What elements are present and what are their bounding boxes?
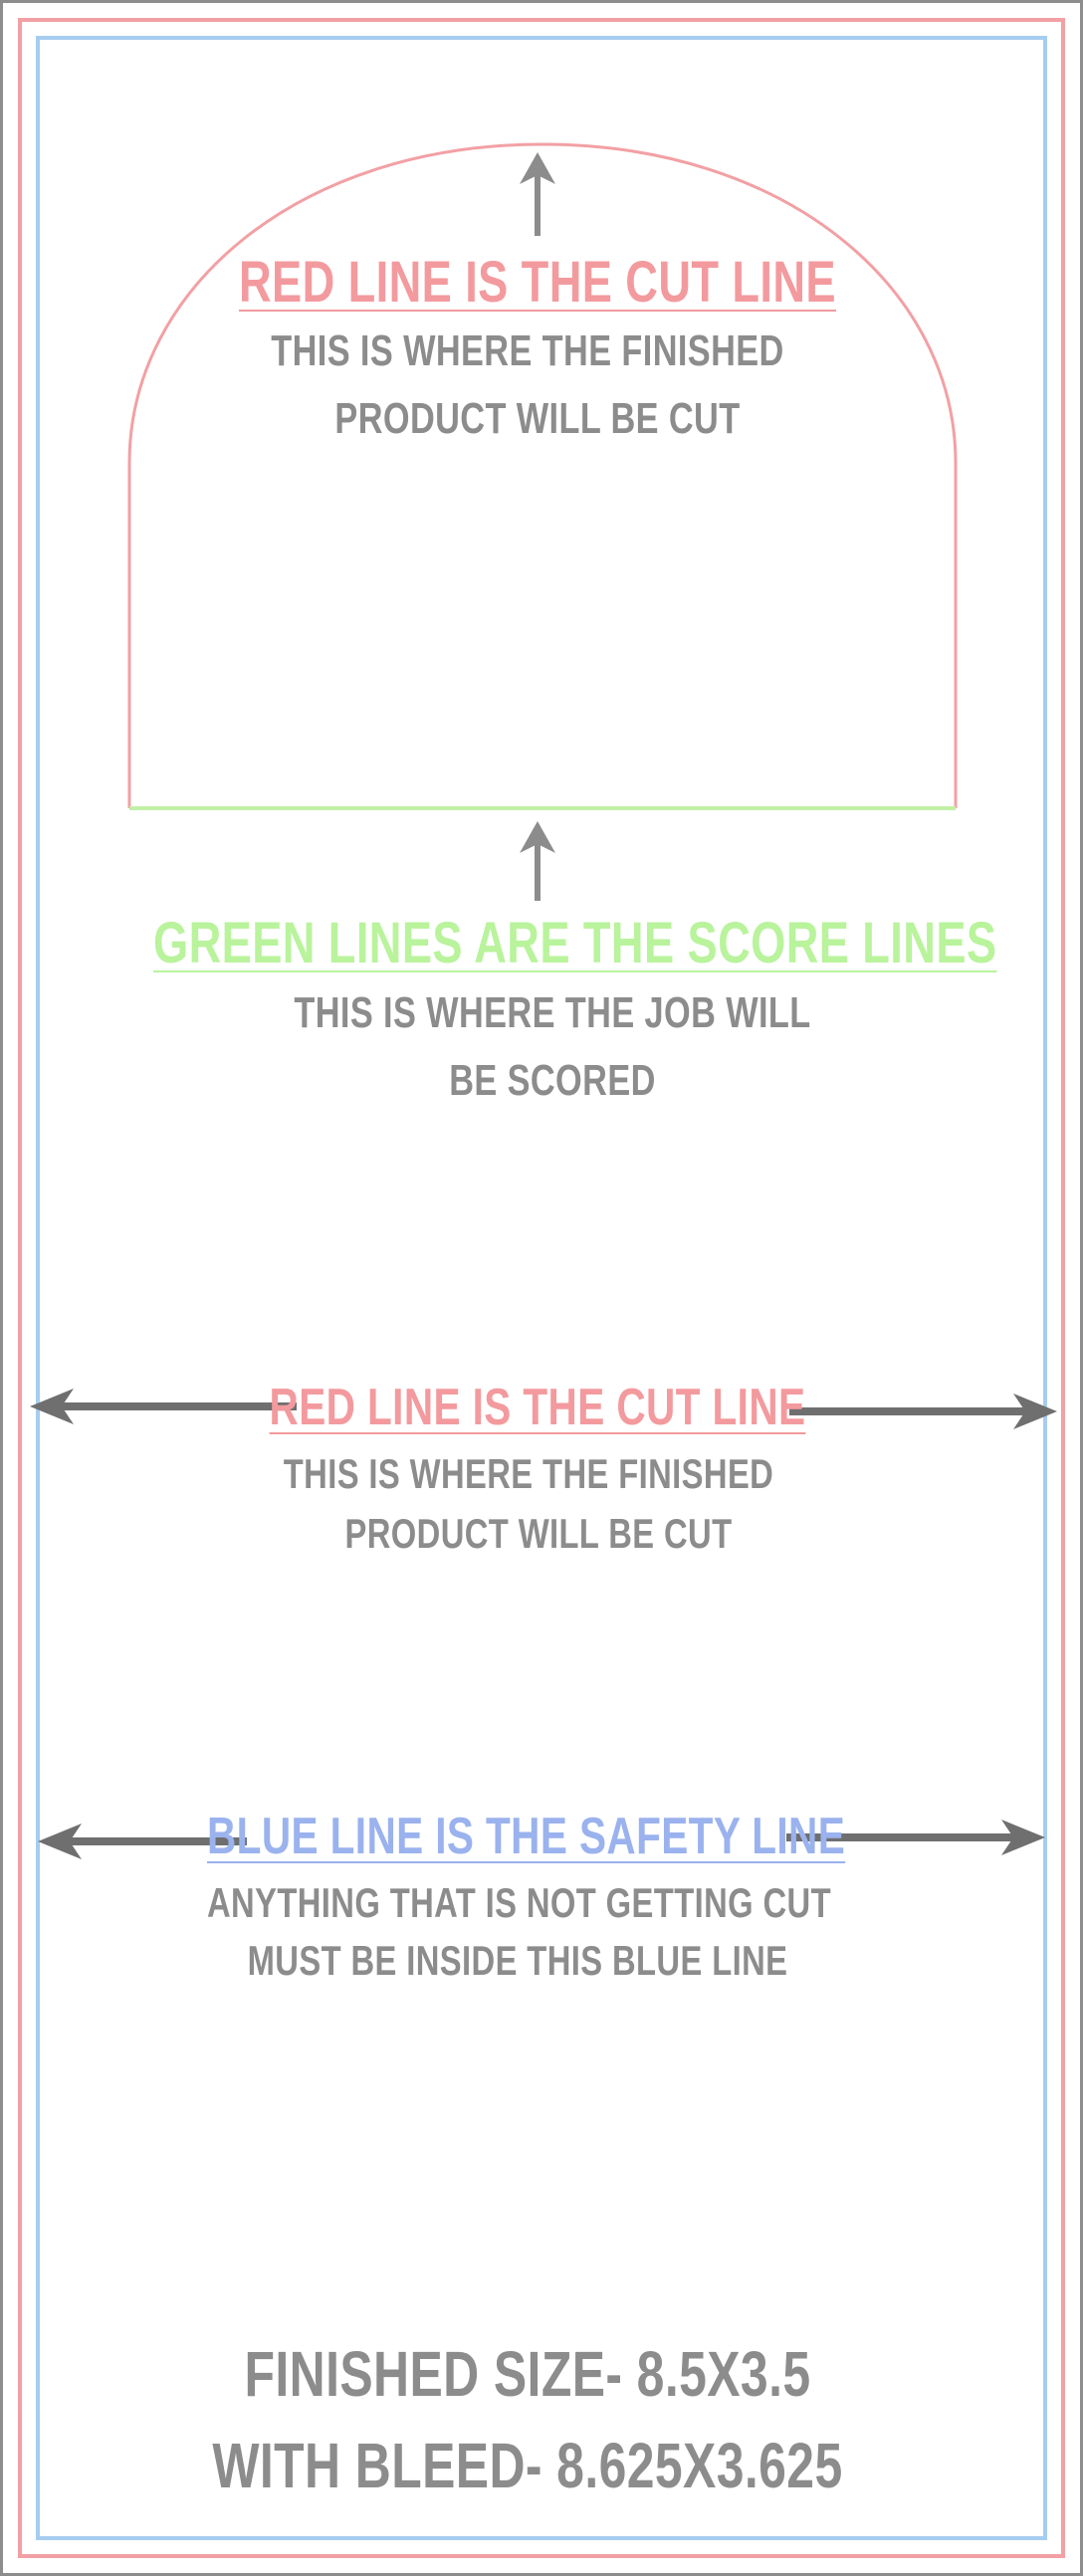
cut-callout-heading: RED LINE IS THE CUT LINE — [269, 1379, 806, 1436]
arrow-left-icon — [30, 1389, 297, 1424]
arrow-left-icon — [38, 1824, 247, 1859]
safety-callout-line1: ANYTHING THAT IS NOT GETTING CUT — [207, 1879, 832, 1926]
arrow-up-icon — [520, 152, 555, 236]
cut-callout-line1: THIS IS WHERE THE FINISHED — [283, 1450, 774, 1497]
top-callout-line1: THIS IS WHERE THE FINISHED — [271, 326, 784, 375]
safety-callout-heading: BLUE LINE IS THE SAFETY LINE — [207, 1808, 846, 1865]
score-callout-line1: THIS IS WHERE THE JOB WILL — [294, 988, 811, 1037]
cut-callout-line2: PRODUCT WILL BE CUT — [344, 1510, 733, 1557]
top-callout-line2: PRODUCT WILL BE CUT — [334, 394, 741, 443]
safety-callout-line2: MUST BE INSIDE THIS BLUE LINE — [247, 1937, 788, 1984]
bleed-size: WITH BLEED- 8.625X3.625 — [212, 2430, 843, 2501]
safety-line-border — [36, 36, 1047, 2540]
cut-line-border — [18, 18, 1065, 2558]
arrow-right-icon — [786, 1820, 1045, 1855]
arrow-up-icon — [520, 821, 555, 901]
top-callout-heading: RED LINE IS THE CUT LINE — [238, 250, 837, 315]
score-callout-line2: BE SCORED — [449, 1056, 656, 1105]
arrow-right-icon — [789, 1394, 1057, 1429]
finished-size: FINISHED SIZE- 8.5X3.5 — [244, 2338, 811, 2410]
score-callout-heading: GREEN LINES ARE THE SCORE LINES — [153, 911, 997, 975]
hanger-cut-line — [127, 142, 958, 808]
